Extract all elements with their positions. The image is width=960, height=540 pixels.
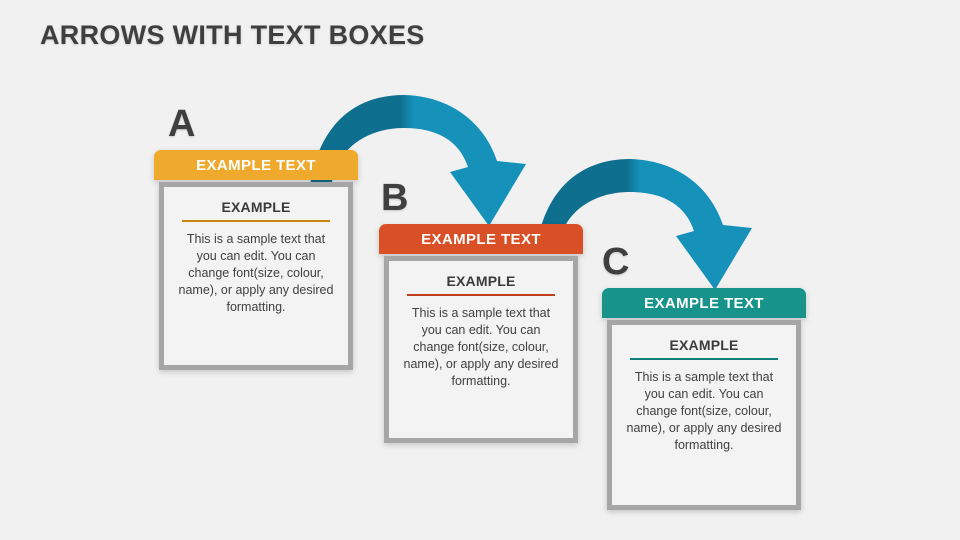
box-body: EXAMPLE This is a sample text that you c… — [384, 256, 578, 443]
box-header-label: EXAMPLE TEXT — [644, 294, 764, 312]
box-header: EXAMPLE TEXT — [379, 224, 583, 254]
box-body: EXAMPLE This is a sample text that you c… — [607, 320, 801, 510]
divider — [407, 294, 555, 296]
text-box-a: EXAMPLE TEXT EXAMPLE This is a sample te… — [154, 150, 358, 370]
box-body: EXAMPLE This is a sample text that you c… — [159, 182, 353, 370]
box-letter-b: B — [381, 177, 409, 219]
box-header: EXAMPLE TEXT — [154, 150, 358, 180]
slide-title: ARROWS WITH TEXT BOXES — [40, 20, 425, 50]
divider — [182, 220, 330, 222]
box-header: EXAMPLE TEXT — [602, 288, 806, 318]
box-header-label: EXAMPLE TEXT — [196, 156, 316, 174]
divider — [630, 358, 778, 360]
box-header-label: EXAMPLE TEXT — [421, 230, 541, 248]
box-body-title: EXAMPLE — [669, 337, 739, 353]
box-body-text: This is a sample text that you can edit.… — [626, 370, 782, 452]
text-box-b: EXAMPLE TEXT EXAMPLE This is a sample te… — [379, 224, 583, 443]
box-letter-c: C — [602, 241, 630, 283]
text-box-c: EXAMPLE TEXT EXAMPLE This is a sample te… — [602, 288, 806, 510]
box-body-title: EXAMPLE — [221, 199, 291, 215]
box-letter-a: A — [168, 103, 196, 145]
box-body-text: This is a sample text that you can edit.… — [178, 232, 334, 314]
box-body-title: EXAMPLE — [446, 273, 516, 289]
box-body-text: This is a sample text that you can edit.… — [403, 306, 559, 388]
